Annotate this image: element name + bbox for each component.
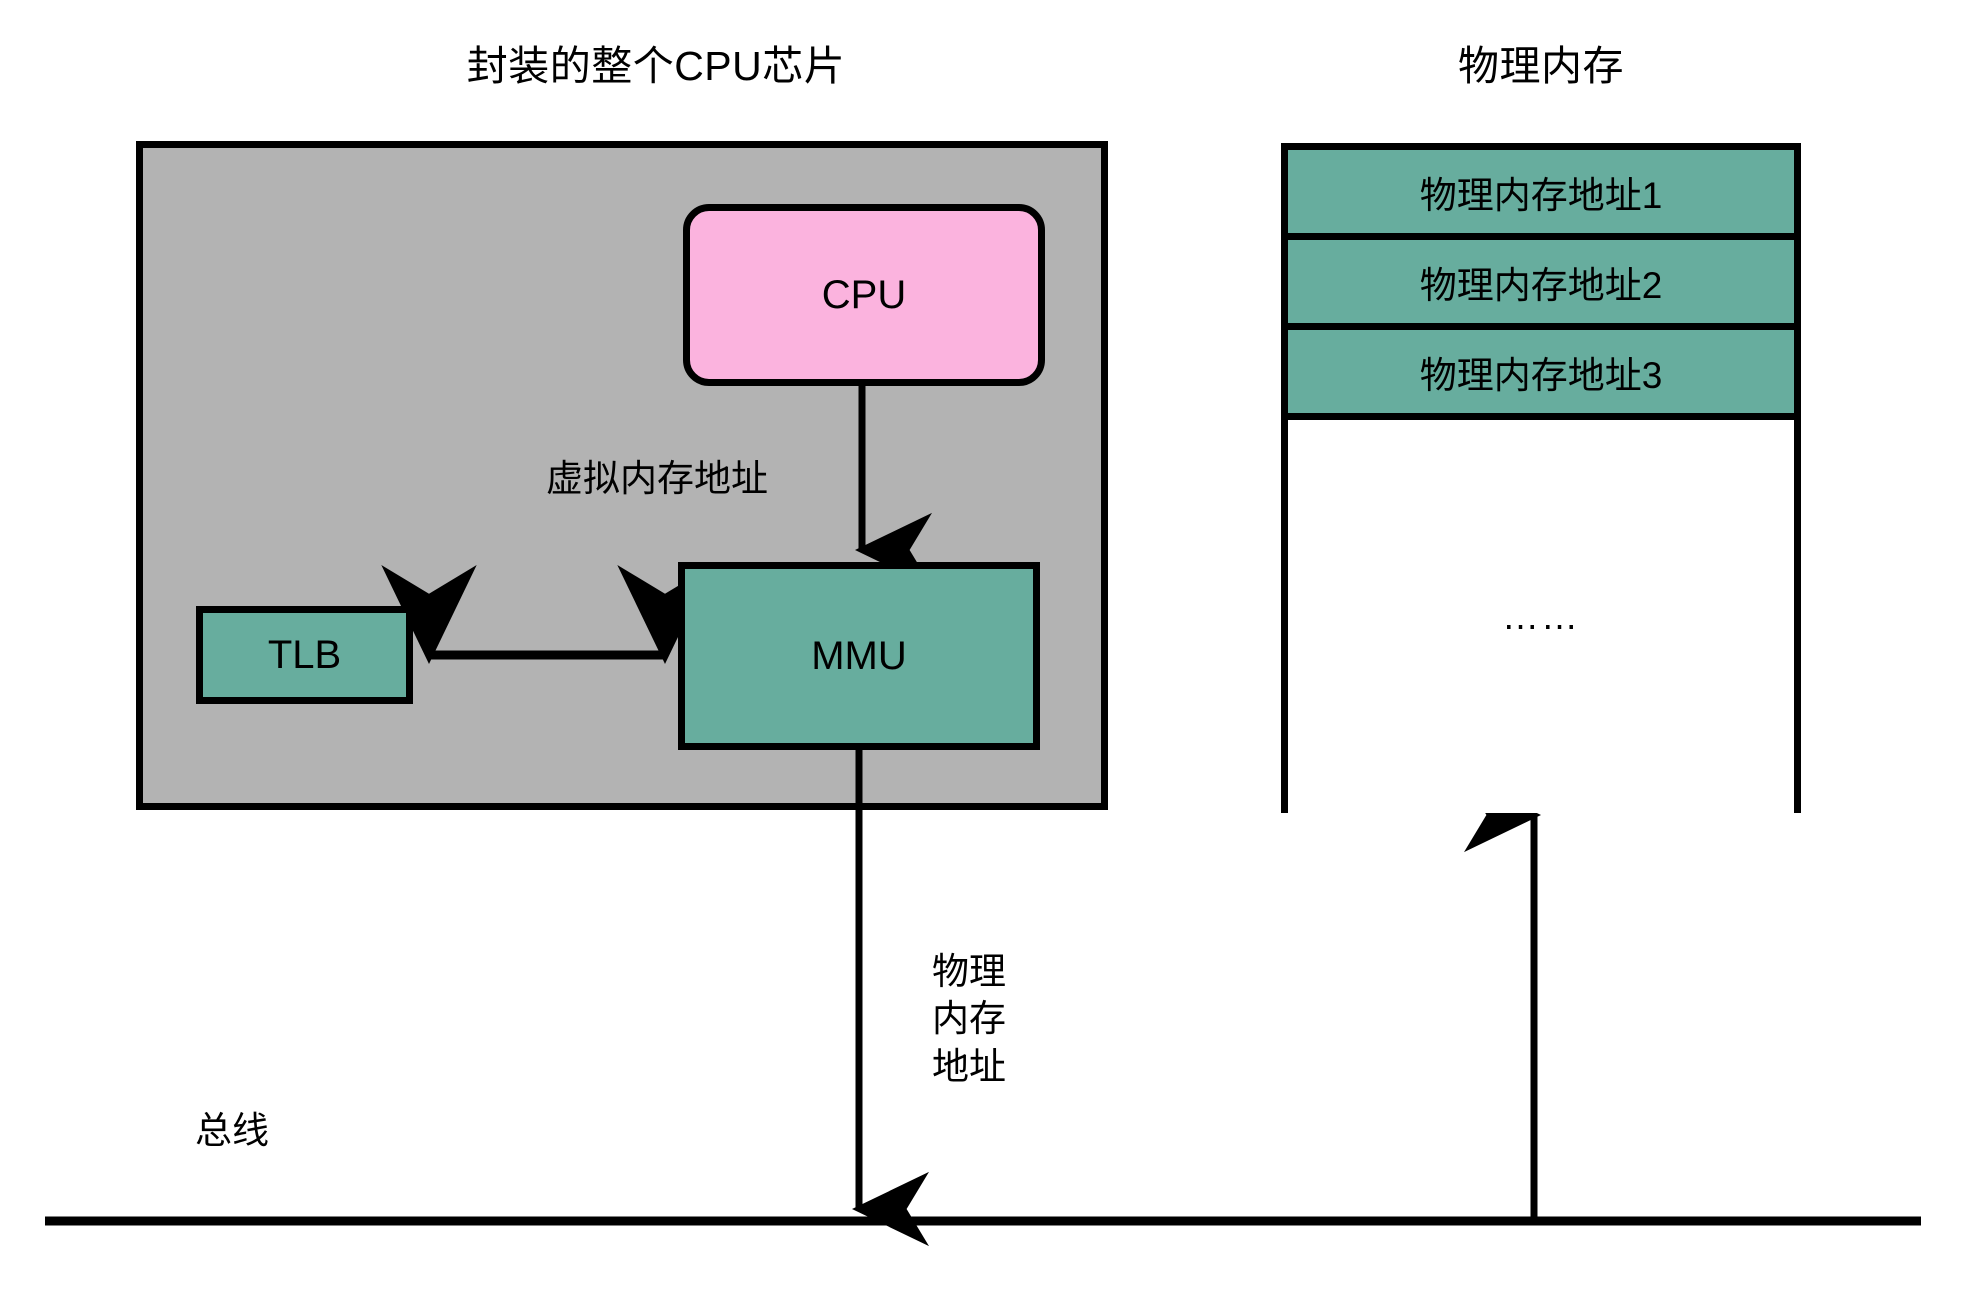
mmu-block-label: MMU — [811, 633, 907, 678]
memory-ellipsis: …… — [1502, 595, 1580, 637]
physical-address-line-2: 内存 — [932, 998, 1006, 1040]
physical-address-label: 物理 内存 地址 — [932, 948, 1006, 1090]
physical-memory-title: 物理内存 — [1458, 43, 1624, 89]
physical-memory-box: 物理内存地址1 物理内存地址2 物理内存地址3 …… — [1281, 143, 1801, 813]
tlb-block[interactable]: TLB — [196, 606, 413, 704]
tlb-block-label: TLB — [267, 632, 342, 677]
virtual-address-label: 虚拟内存地址 — [546, 458, 768, 499]
bus-label: 总线 — [195, 1110, 269, 1151]
cpu-chip-title: 封装的整个CPU芯片 — [466, 43, 846, 89]
cpu-block-label: CPU — [821, 272, 907, 317]
cpu-block[interactable]: CPU — [683, 204, 1045, 386]
mmu-block[interactable]: MMU — [678, 562, 1040, 750]
physical-address-line-1: 物理 — [932, 951, 1006, 992]
memory-row[interactable]: 物理内存地址2 — [1288, 240, 1794, 330]
memory-row[interactable]: 物理内存地址3 — [1288, 330, 1794, 420]
memory-row[interactable]: 物理内存地址1 — [1288, 150, 1794, 240]
physical-address-line-3: 地址 — [932, 1045, 1006, 1087]
memory-free-region: …… — [1288, 420, 1794, 813]
